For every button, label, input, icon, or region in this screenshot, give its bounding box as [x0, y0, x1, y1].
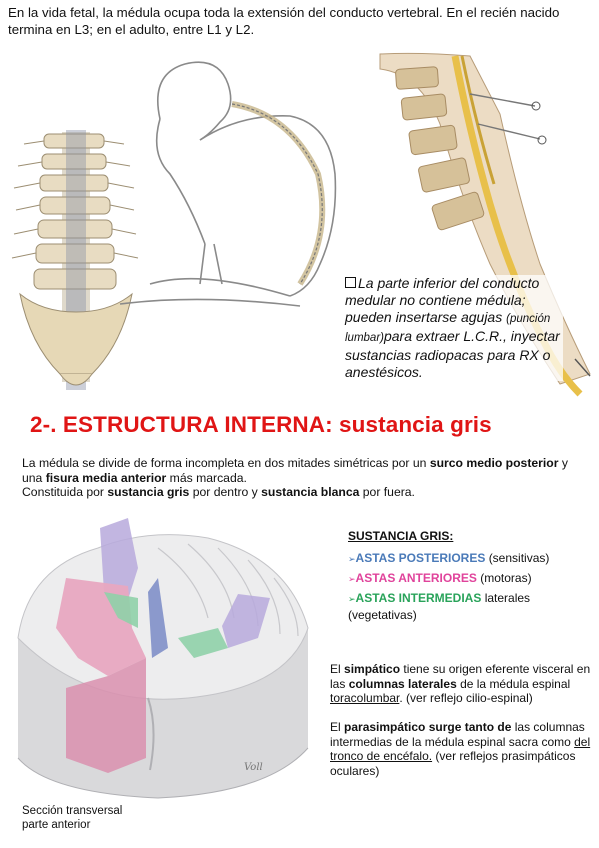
legend-label-anteriores: ASTAS ANTERIORES: [355, 571, 477, 585]
simp-text: de la médula espinal: [456, 676, 571, 691]
para-text: más marcada.: [166, 470, 247, 485]
legend-desc-posteriores: (sensitivas): [488, 551, 550, 565]
arrow-bullet-icon: ➢: [348, 594, 356, 604]
legend-label-intermedias: ASTAS INTERMEDIAS: [355, 591, 482, 605]
note-text-small: (punción lumbar): [345, 313, 551, 344]
para-bold: sustancia blanca: [261, 485, 360, 499]
para-text: por fuera.: [359, 485, 415, 499]
parasimpatico-paragraph: El parasimpático surge tanto de las colu…: [330, 720, 592, 778]
para2-text: las columnas intermedias de la médula es…: [330, 720, 585, 749]
intro-text: En la vida fetal, la médula ocupa toda l…: [8, 5, 560, 37]
para2-bold: parasimpático: [344, 720, 426, 734]
seated-figure-drawing: [119, 61, 337, 307]
caption-line-1: Sección transversal: [22, 805, 123, 817]
legend-item-anteriores: ➢ASTAS ANTERIORES (motoras): [348, 570, 593, 587]
simp-bold: simpático: [344, 662, 401, 676]
legend-title: SUSTANCIA GRIS:: [348, 529, 454, 543]
gray-matter-legend: SUSTANCIA GRIS: ➢ASTAS POSTERIORES (sens…: [348, 528, 593, 626]
simp-text: . (ver reflejo cilio-espinal): [399, 691, 533, 705]
simp-bold: columnas laterales: [348, 676, 457, 691]
para-bold: sustancia gris: [107, 485, 190, 499]
para2-bold: surge tanto de: [428, 720, 512, 734]
simp-underline: toracolumbar: [330, 691, 400, 705]
arrow-bullet-icon: ➢: [348, 574, 356, 584]
legend-desc-intermedias: laterales (vegetativas): [348, 591, 531, 622]
simp-text: tiene su origen eferente visceral en las: [330, 662, 591, 691]
para2-text: (ver reflejos prasimpáticos oculares): [330, 749, 576, 778]
vertebral-column-drawing: [11, 130, 139, 390]
para-bold: fisura media anterior: [45, 470, 167, 485]
caption-line-2: parte anterior: [22, 819, 91, 831]
structure-paragraph: La médula se divide de forma incompleta …: [22, 456, 582, 500]
figure-caption: Sección transversal parte anterior: [22, 804, 222, 832]
para-text: y una: [22, 456, 568, 485]
simpatico-paragraph: El simpático tiene su origen eferente vi…: [330, 662, 592, 706]
simp-text: El: [330, 662, 345, 676]
legend-label-posteriores: ASTAS POSTERIORES: [355, 551, 486, 565]
para-text: Constituida por: [22, 485, 108, 499]
para-text: por dentro y: [189, 485, 262, 499]
section-heading: 2-. ESTRUCTURA INTERNA: sustancia gris: [30, 412, 492, 437]
para2-text: El: [330, 720, 345, 734]
figure-signature: Voll: [244, 762, 263, 773]
para-text: La médula se divide de forma incompleta …: [22, 456, 430, 470]
checkbox-bullet-icon: [345, 277, 356, 288]
legend-item-posteriores: ➢ASTAS POSTERIORES (sensitivas): [348, 550, 593, 567]
arrow-bullet-icon: ➢: [348, 554, 356, 564]
lumbar-puncture-note: La parte inferior del conducto medular n…: [345, 275, 563, 381]
legend-item-intermedias: ➢ASTAS INTERMEDIAS laterales (vegetativa…: [348, 590, 593, 623]
para-bold: surco medio posterior: [429, 456, 559, 470]
spinal-cord-section-illustration: Voll: [17, 518, 309, 799]
para2-underline: del tronco de encéfalo.: [330, 734, 591, 764]
note-text-1: La parte inferior del conducto medular n…: [345, 275, 540, 325]
note-text-2: para extraer L.C.R., inyectar sustancias…: [345, 328, 560, 380]
legend-desc-anteriores: (motoras): [480, 571, 532, 585]
